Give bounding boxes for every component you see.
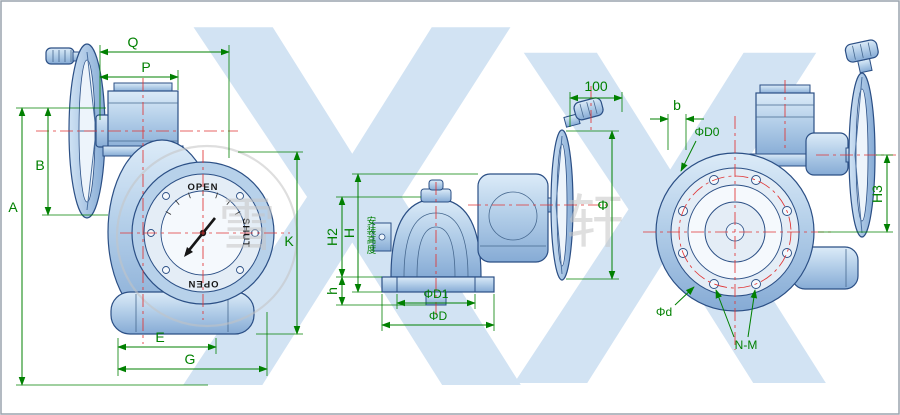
centerlines xyxy=(36,78,896,350)
right-wheel-bracket xyxy=(805,132,849,176)
mid-knob-ridges xyxy=(579,100,598,118)
cl-bolt-circle xyxy=(678,175,792,289)
dim-label-phi: Φ xyxy=(597,197,608,213)
dim-label-install-height: 安装高度 xyxy=(365,215,377,255)
watermark-char-left: 雪 xyxy=(218,191,276,259)
dim-label-phid1: ΦD1 xyxy=(424,287,449,301)
dim-label-phid: ΦD xyxy=(429,309,448,323)
mid-handwheel-knob xyxy=(563,97,604,128)
dim-label-g: G xyxy=(185,351,196,367)
right-knob-ridges xyxy=(852,42,872,60)
leader-nm-1 xyxy=(715,289,735,338)
dim-label-b-small: b xyxy=(673,97,681,113)
left-base-lines xyxy=(135,294,229,332)
dim-label-h3: H3 xyxy=(869,185,885,203)
dial-open-bottom-label: OPEN xyxy=(188,278,219,289)
leader-phid0 xyxy=(680,140,697,172)
right-handwheel-spokes xyxy=(854,76,863,234)
dim-label-a: A xyxy=(8,199,18,215)
dimensions-right: b ΦD0 Φd N-M H3 xyxy=(650,97,893,352)
dial-pointer xyxy=(184,217,217,255)
knob-ridges xyxy=(52,50,72,62)
dial-open-top-label: OPEN xyxy=(188,182,219,193)
watermark-char-right: 轩 xyxy=(566,188,624,256)
dim-label-h-small: h xyxy=(324,287,340,295)
dim-label-nm: N-M xyxy=(735,338,758,352)
mid-gear-case xyxy=(477,173,549,263)
mid-handwheel-spokes xyxy=(555,135,563,275)
dim-label-phid0: ΦD0 xyxy=(695,125,720,139)
dim-label-h2: H2 xyxy=(324,228,340,246)
dim-label-p: P xyxy=(141,59,150,75)
dim-label-e: E xyxy=(155,329,164,345)
mid-dome-inner-arc-2 xyxy=(416,226,456,278)
dial-pointer-tip xyxy=(184,247,193,257)
dim-label-b: B xyxy=(35,157,44,173)
mid-bracket-pin xyxy=(378,233,386,241)
leader-phid-small xyxy=(674,286,695,306)
dim-label-q: Q xyxy=(128,34,139,50)
dimensions-left: Q P A B E G K xyxy=(8,34,303,386)
dim-label-k: K xyxy=(284,233,294,249)
dimensions-middle: H2 H h 安装高度 ΦD1 ΦD 100 Φ xyxy=(324,78,623,331)
knob-grip xyxy=(45,47,75,65)
dim-label-phid-small: Φd xyxy=(656,305,672,319)
seal-watermark: 雪 轩 xyxy=(115,144,624,328)
left-view: OPEN SHUT OPEN xyxy=(45,43,275,335)
dim-label-h-total: H xyxy=(341,228,357,238)
leader-nm-2 xyxy=(747,289,758,338)
mid-flange-bolt-marks xyxy=(396,277,476,292)
mid-gear-case-boss xyxy=(488,191,538,241)
dim-label-100: 100 xyxy=(584,78,608,94)
right-handwheel-knob xyxy=(844,39,879,74)
